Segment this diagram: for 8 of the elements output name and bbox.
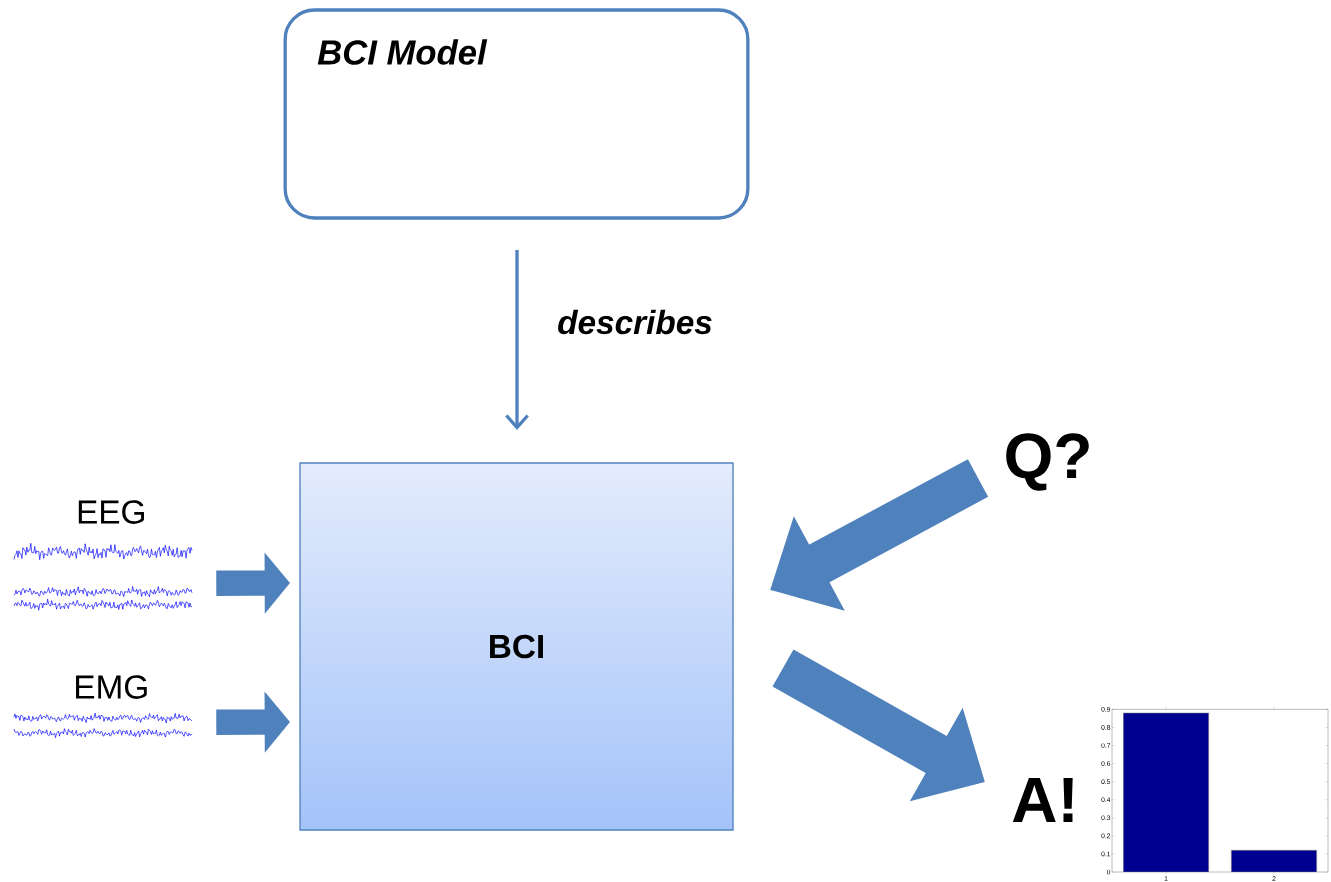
- symbol-label: Q?: [1006, 433, 1089, 491]
- signal-label: EMG: [76, 675, 147, 699]
- gradient-box: BCI: [299, 462, 734, 831]
- symbol-label: A!: [1012, 778, 1073, 823]
- arrow: [505, 250, 529, 430]
- rounded-box: BCI Model: [283, 8, 750, 220]
- edge-label: describes: [555, 308, 715, 336]
- signal-label: EEG: [78, 500, 144, 524]
